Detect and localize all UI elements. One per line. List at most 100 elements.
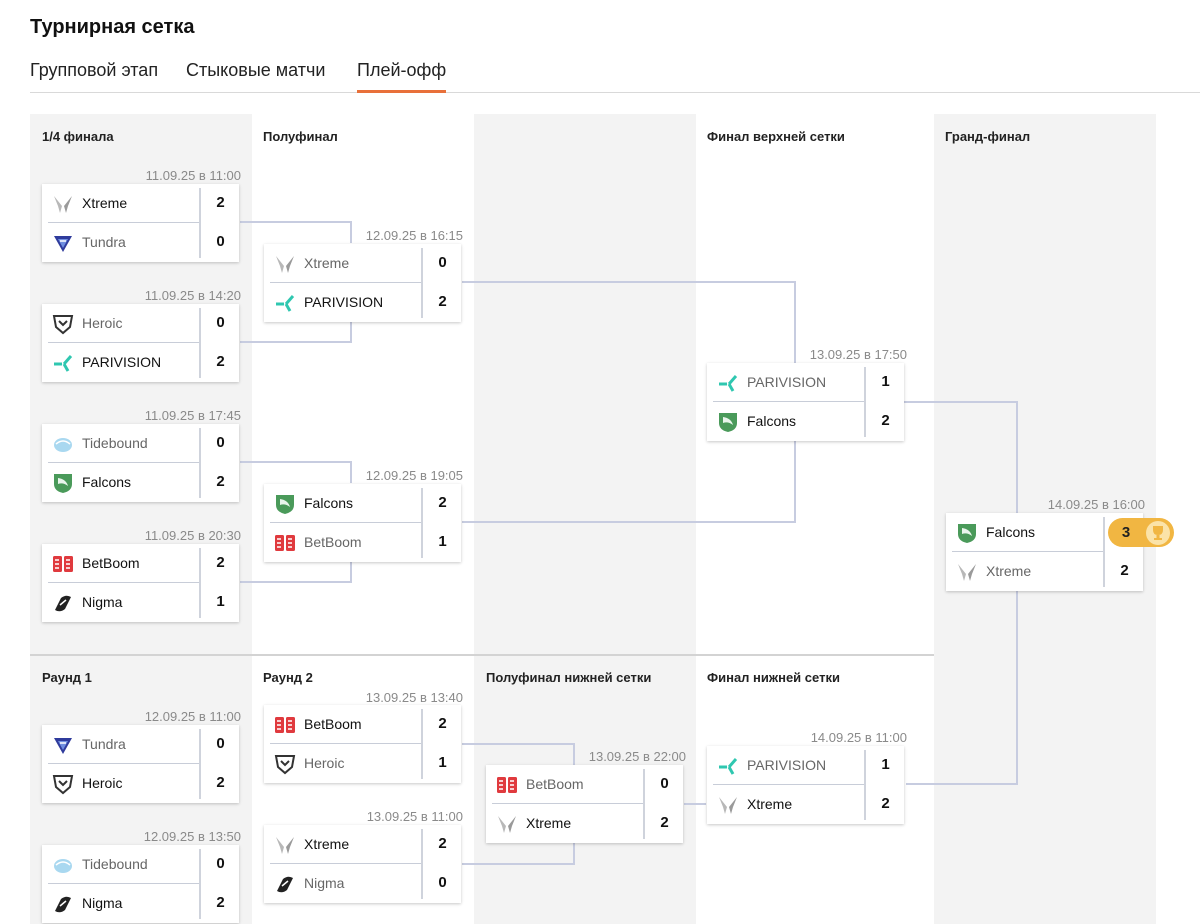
column-header-grand-final: Гранд-финал [945,129,1031,144]
match-card[interactable]: Falcons 2 BetBoom 1 [264,484,461,562]
match-date: 13.09.25 в 13:40 [365,690,463,705]
team-row[interactable]: Heroic 2 [42,764,239,803]
column-header-round2: Раунд 2 [263,670,313,685]
team-name: Xtreme [747,796,793,812]
falcons-logo-icon [956,522,978,544]
team-score: 1 [216,593,225,610]
team-row[interactable]: Xtreme 0 [264,244,461,283]
team-score: 0 [660,775,669,792]
tundra-logo-icon [52,734,74,756]
team-row[interactable]: PARIVISION 2 [42,343,239,382]
match-card[interactable]: Tidebound 0 Nigma 2 [42,845,239,923]
heroic-logo-icon [274,753,296,775]
team-score: 1 [438,533,447,550]
parivision-logo-icon [717,755,739,777]
team-row[interactable]: Xtreme 2 [42,184,239,223]
team-row[interactable]: Heroic 1 [264,744,461,783]
team-row[interactable]: Xtreme 2 [946,552,1143,591]
betboom-logo-icon [274,532,296,554]
team-score: 0 [438,874,447,891]
tab-bar: Групповой этап Стыковые матчи Плей-офф [30,60,1200,93]
team-score: 2 [660,814,669,831]
parivision-logo-icon [52,352,74,374]
match-card[interactable]: Xtreme 0 PARIVISION 2 [264,244,461,322]
team-score: 2 [438,293,447,310]
match-card[interactable]: Xtreme 2 Tundra 0 [42,184,239,262]
score-divider [199,729,201,799]
xtreme-logo-icon [274,834,296,856]
team-score: 2 [881,795,890,812]
team-row[interactable]: Nigma 2 [42,884,239,923]
team-score: 2 [438,835,447,852]
betboom-logo-icon [496,774,518,796]
match-card[interactable]: Heroic 0 PARIVISION 2 [42,304,239,382]
tab-playin[interactable]: Стыковые матчи [186,60,326,80]
xtreme-logo-icon [52,193,74,215]
team-name: Falcons [986,524,1036,540]
team-name: PARIVISION [82,354,162,370]
team-row[interactable]: BetBoom 2 [42,544,239,583]
team-row[interactable]: Falcons 2 [707,402,904,441]
column-header-lower-semifinal: Полуфинал нижней сетки [486,670,652,685]
team-name: Tundra [82,234,126,250]
score-divider [864,367,866,437]
team-row[interactable]: Tidebound 0 [42,845,239,884]
team-row[interactable]: Falcons 2 [42,463,239,502]
team-score: 2 [438,715,447,732]
team-score: 3 [1121,524,1131,541]
team-name: BetBoom [304,534,362,550]
team-score: 0 [216,314,225,331]
match-date: 11.09.25 в 11:00 [145,168,241,183]
tab-group-stage[interactable]: Групповой этап [30,60,159,80]
team-score: 0 [438,254,447,271]
match-date: 14.09.25 в 16:00 [1047,497,1145,512]
team-row[interactable]: Xtreme 2 [486,804,683,843]
match-card[interactable]: Xtreme 2 Nigma 0 [264,825,461,903]
team-score: 2 [216,554,225,571]
team-name: Nigma [82,594,123,610]
score-divider [1103,517,1105,587]
match-card[interactable]: BetBoom 2 Nigma 1 [42,544,239,622]
team-row[interactable]: BetBoom 1 [264,523,461,562]
team-row[interactable]: Tidebound 0 [42,424,239,463]
team-score: 2 [438,494,447,511]
tab-playoff[interactable]: Плей-офф [357,60,447,93]
team-name: Heroic [82,775,123,791]
column-header-upper-final: Финал верхней сетки [707,129,845,144]
match-card[interactable]: BetBoom 0 Xtreme 2 [486,765,683,843]
team-row[interactable]: Falcons 2 [264,484,461,523]
team-row[interactable]: PARIVISION 1 [707,746,904,785]
team-name: Tidebound [82,435,148,451]
score-divider [199,188,201,258]
match-card[interactable]: BetBoom 2 Heroic 1 [264,705,461,783]
team-row[interactable]: Tundra 0 [42,223,239,262]
team-row[interactable]: BetBoom 0 [486,765,683,804]
team-row[interactable]: PARIVISION 1 [707,363,904,402]
team-name: Xtreme [986,563,1032,579]
team-row[interactable]: Nigma 1 [42,583,239,622]
match-card[interactable]: Falcons Xtreme 2 [946,513,1143,591]
page-title: Турнирная сетка [30,16,195,38]
match-card[interactable]: Tidebound 0 Falcons 2 [42,424,239,502]
betboom-logo-icon [52,553,74,575]
match-card[interactable]: PARIVISION 1 Xtreme 2 [707,746,904,824]
match-card[interactable]: PARIVISION 1 Falcons 2 [707,363,904,441]
team-row[interactable]: BetBoom 2 [264,705,461,744]
score-divider [421,829,423,899]
match-date: 12.09.25 в 16:15 [365,228,463,243]
team-row[interactable]: Xtreme 2 [707,785,904,824]
score-divider [643,769,645,839]
xtreme-logo-icon [717,794,739,816]
team-name: Falcons [304,495,354,511]
team-row[interactable]: Falcons [946,513,1143,552]
team-row[interactable]: Tundra 0 [42,725,239,764]
team-row[interactable]: Nigma 0 [264,864,461,903]
match-card[interactable]: Tundra 0 Heroic 2 [42,725,239,803]
parivision-logo-icon [717,372,739,394]
team-row[interactable]: Xtreme 2 [264,825,461,864]
team-row[interactable]: Heroic 0 [42,304,239,343]
team-name: Xtreme [304,255,350,271]
tundra-logo-icon [52,232,74,254]
team-row[interactable]: PARIVISION 2 [264,283,461,322]
nigma-logo-icon [274,873,296,895]
